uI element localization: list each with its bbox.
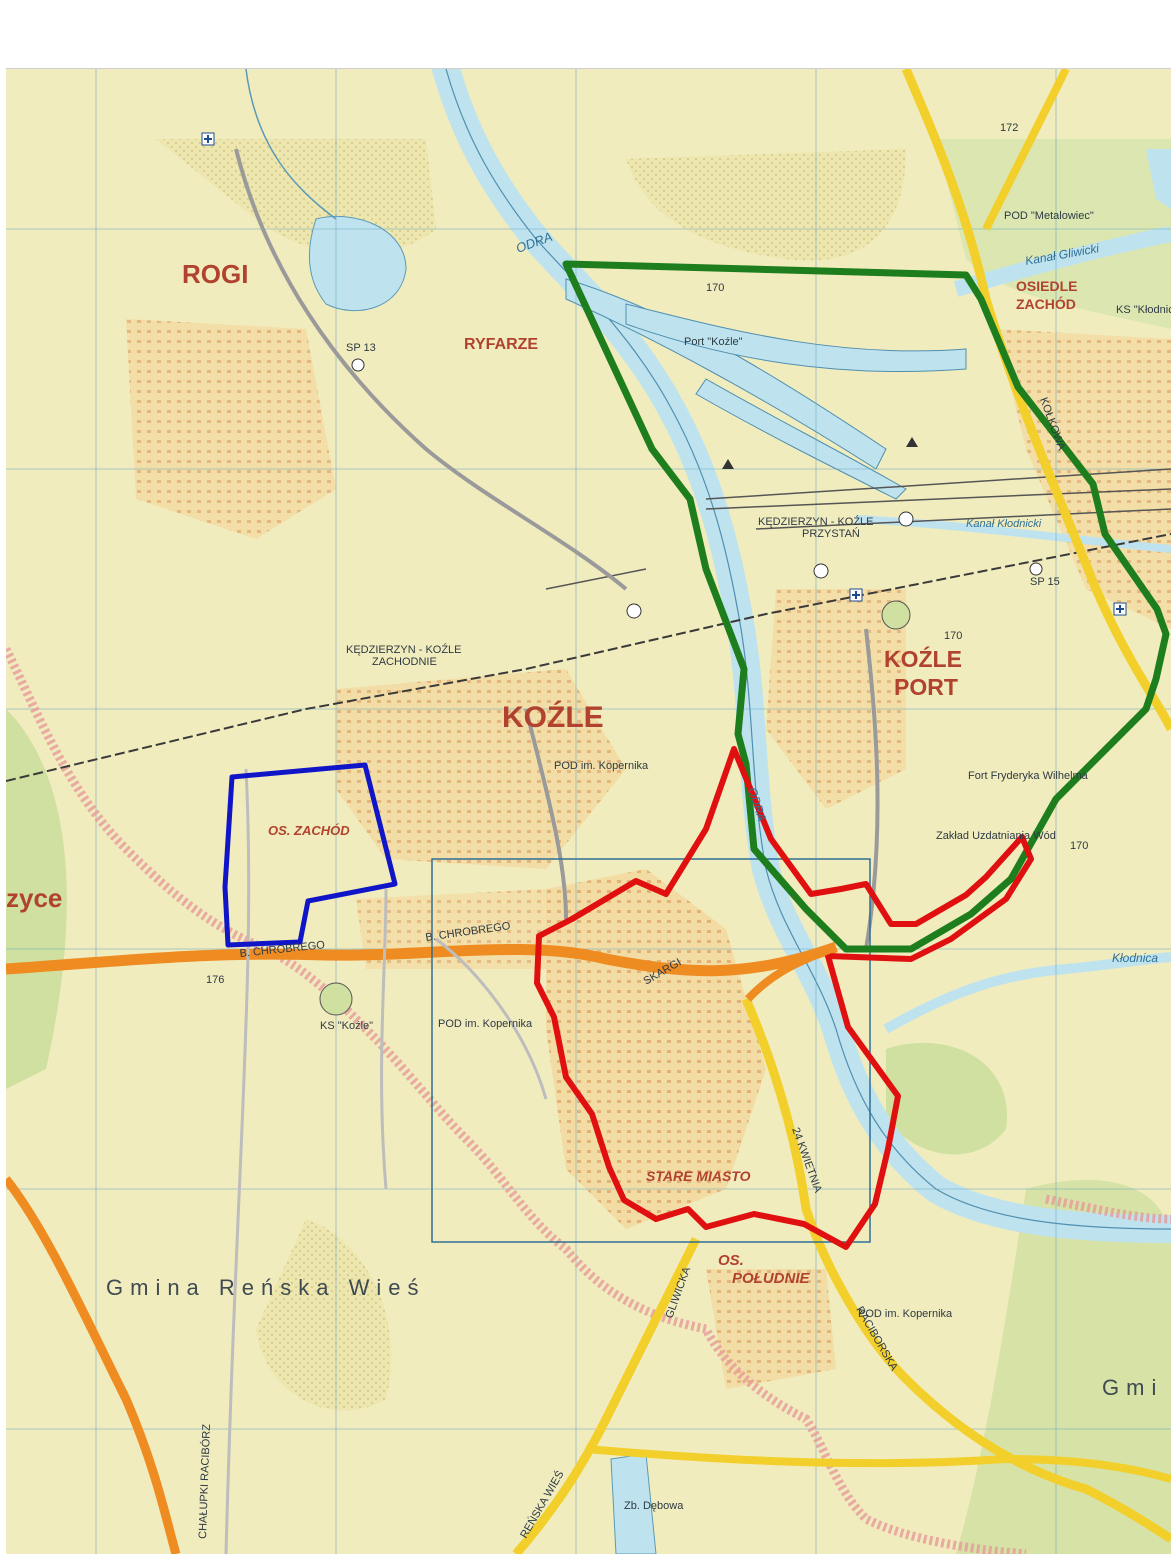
roads	[6, 69, 1171, 1554]
kanal-klodnicki	[855, 515, 1171, 553]
label-pod-kopernika-3: POD im. Kopernika	[858, 1308, 953, 1320]
label-kozle: KOŹLE	[502, 700, 604, 734]
station-icon	[898, 511, 914, 527]
label-ks-klodnica: KS "Kłodnica"	[1116, 304, 1171, 316]
hospital-icon	[201, 132, 215, 146]
blue-boundary[interactable]	[222, 762, 398, 948]
road-gliwicka	[512, 1236, 701, 1554]
label-station-port-1: KĘDZIERZYN - KOŹLE	[758, 515, 874, 528]
label-os-zachod: OS. ZACHÓD	[268, 823, 350, 838]
label-pod-metalowiec: POD "Metalowiec"	[1004, 210, 1094, 222]
school-icon	[351, 358, 365, 372]
road-chrobrego	[6, 941, 838, 977]
label-chalupki: CHAŁUPKI RACIBÓRZ	[196, 1424, 213, 1540]
road-north-branch	[982, 69, 1070, 231]
label-gmi: Gmi	[1102, 1375, 1163, 1400]
hospital-icon	[849, 588, 863, 602]
orange-link-road	[745, 943, 838, 1002]
label-os-poludnie-1: OS.	[718, 1252, 744, 1269]
label-elev-176: 176	[206, 974, 224, 986]
sports-ground-icon	[319, 982, 353, 1016]
road-north-yellow	[901, 69, 1171, 732]
label-zaklad: Zakład Uzdatniania Wód	[936, 830, 1056, 842]
label-port-kozle: Port "Koźle"	[684, 336, 743, 348]
label-station-west-2: ZACHODNIE	[372, 656, 437, 668]
label-osiedle-zachod-1: OSIEDLE	[1016, 278, 1077, 294]
hospital-icon	[1113, 602, 1127, 616]
label-kozle-port-2: PORT	[894, 674, 958, 700]
label-zb-debowa: Zb. Dębowa	[624, 1500, 684, 1512]
station-icon	[813, 563, 829, 579]
label-kanal-klodnicki: Kanał Kłodnicki	[966, 518, 1042, 530]
lakes	[308, 149, 1171, 1554]
commune-border	[6, 646, 1171, 1554]
label-station-west-1: KĘDZIERZYN - KOŹLE	[346, 643, 462, 656]
label-kozle-port-1: KOŹLE	[884, 645, 962, 672]
church-icon	[722, 459, 734, 469]
red-boundary[interactable]	[534, 746, 1034, 1250]
road-24-kwietnia	[741, 997, 1171, 1543]
label-elev-170c: 170	[1070, 840, 1088, 852]
church-icon	[906, 437, 918, 447]
label-sp-13: SP 13	[346, 342, 376, 354]
label-klodnica: Kłodnica	[1112, 951, 1158, 965]
label-fort: Fort Fryderyka Wilhelma	[968, 770, 1089, 782]
sports-ground-icon	[881, 600, 911, 630]
road-west-orange	[6, 1176, 181, 1554]
label-pod-kopernika-2: POD im. Kopernika	[438, 1018, 533, 1030]
odra-river-edge	[445, 69, 1171, 1230]
map-grid	[6, 69, 1171, 1554]
city-centre-inset-frame	[431, 858, 871, 1243]
klodnica-river	[883, 952, 1171, 1034]
label-gmina-renska-wies: Gmina Reńska Wieś	[106, 1275, 426, 1300]
station-icon	[626, 603, 642, 619]
green-boundary[interactable]	[562, 260, 1170, 953]
label-ryfarze: RYFARZE	[464, 336, 538, 353]
school-icon	[1029, 562, 1043, 576]
city-map[interactable]: ROGI RYFARZE KOŹLE KOŹLE PORT OSIEDLE ZA…	[6, 69, 1171, 1554]
label-os-poludnie-2: POŁUDNIE	[732, 1270, 811, 1287]
label-elev-170a: 170	[706, 282, 724, 294]
label-elev-170b: 170	[944, 630, 962, 642]
label-stare-miasto: STARE MIASTO	[646, 1168, 751, 1184]
label-station-port-2: PRZYSTAŃ	[802, 527, 860, 540]
label-ks-kozle: KS "Koźle"	[320, 1020, 373, 1032]
label-zyce: zyce	[6, 883, 62, 913]
minor-stream	[245, 69, 337, 220]
map-frame[interactable]: ROGI RYFARZE KOŹLE KOŹLE PORT OSIEDLE ZA…	[6, 68, 1171, 1554]
label-sp-15: SP 15	[1030, 576, 1060, 588]
label-elev-172: 172	[1000, 122, 1018, 134]
label-rogi: ROGI	[182, 259, 248, 289]
label-osiedle-zachod-2: ZACHÓD	[1016, 295, 1076, 312]
road-south-cross	[585, 1445, 1171, 1483]
label-pod-kopernika-1: POD im. Kopernika	[554, 760, 649, 772]
